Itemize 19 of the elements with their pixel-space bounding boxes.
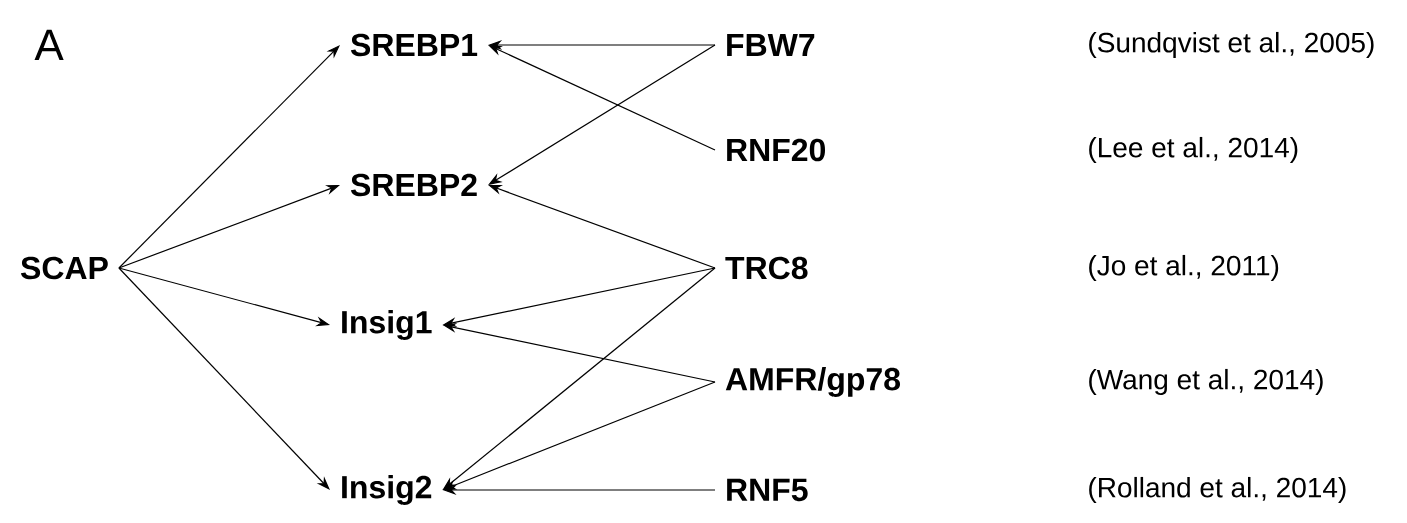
citation-text: (Lee et al., 2014) [1089,136,1298,164]
arrow [488,44,716,185]
arrow [118,267,330,490]
gene-label: Insig1 [342,310,432,340]
arrow [118,45,340,269]
gene-label: TRC8 [725,256,808,280]
citation-text: (Sundqvist et al., 2005) [1089,31,1374,59]
gene-label: SREBP1 [350,33,478,57]
gene-label: Insig2 [342,475,432,505]
citation-text: (Rolland et al., 2014) [1089,476,1346,504]
gene-label: SREBP2 [350,173,477,197]
gene-label: SCAP [20,256,108,280]
gene-label: FBW7 [727,33,815,56]
citation-text: (Jo et al., 2011) [1089,254,1279,282]
gene-label: RNF5 [727,478,808,502]
gene-label: RNF20 [727,138,826,162]
gene-label: AMFR/gp78 [725,367,901,397]
citation-text: (Wang et al., 2014) [1089,368,1323,396]
panel-letter: A [34,29,64,61]
